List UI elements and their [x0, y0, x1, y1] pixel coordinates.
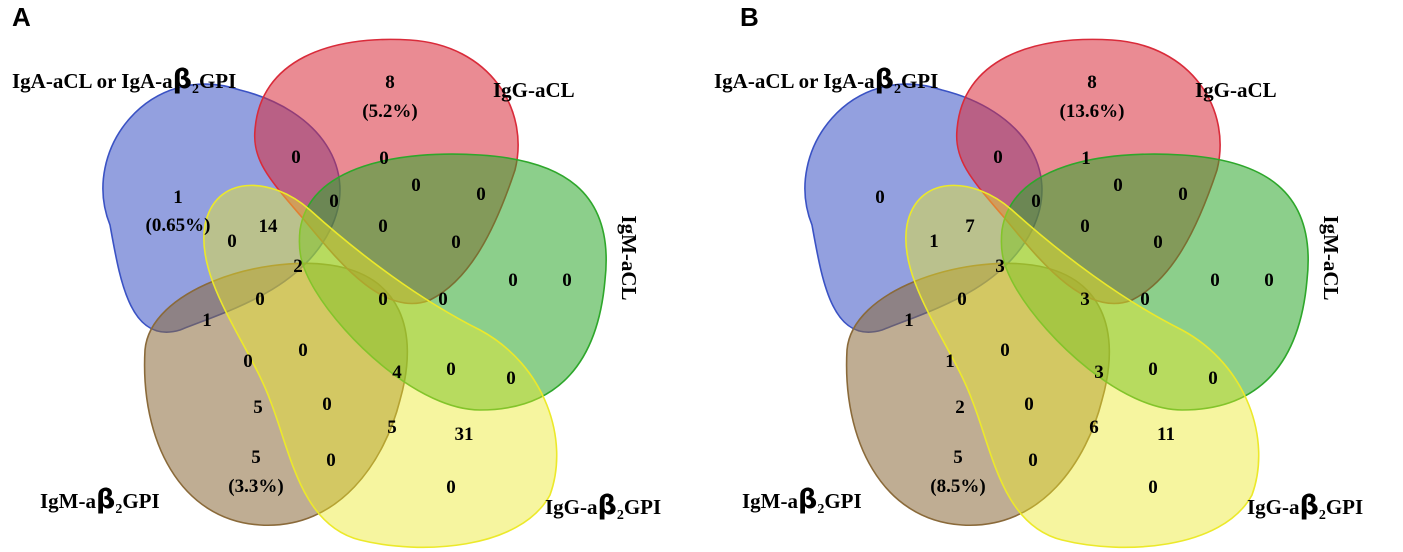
region-count-r25: 11	[1157, 424, 1175, 445]
region-count-r10: 2	[293, 256, 303, 277]
region-count-r14: 0	[255, 289, 265, 310]
region-count-r4: 0	[1178, 184, 1188, 205]
region-count-r22: 2	[955, 397, 965, 418]
region-count-r13: 0	[508, 270, 518, 291]
region-count-r15: 0	[298, 340, 308, 361]
region-count-iga-only: 0	[875, 187, 885, 208]
region-count-igm-acl-only: 0	[1264, 270, 1274, 291]
region-count-r10: 3	[995, 256, 1005, 277]
region-count-igg-ab-only: 0	[446, 477, 456, 498]
region-count-r5: 7	[965, 216, 975, 237]
region-count-iga-only-pct: (0.65%)	[146, 215, 211, 236]
region-count-igg-ab-only: 0	[1148, 477, 1158, 498]
region-count-igg-only-pct: (13.6%)	[1060, 101, 1125, 122]
region-count-r23: 0	[322, 394, 332, 415]
region-count-r17: 1	[945, 351, 955, 372]
region-count-r8: 0	[1080, 216, 1090, 237]
region-count-igg-only: 8	[1087, 72, 1097, 93]
region-count-r24: 5	[387, 417, 397, 438]
region-count-r21: 0	[506, 368, 516, 389]
region-count-r25: 31	[455, 424, 474, 445]
region-count-r20: 0	[446, 359, 456, 380]
region-count-igm-acl-only: 0	[562, 270, 572, 291]
region-count-r15: 0	[1000, 340, 1010, 361]
set-label-igg-ab2gpi: IgG-aβ2GPI	[1247, 490, 1363, 523]
region-count-r17: 0	[243, 351, 253, 372]
set-label-igm-ab2gpi: IgM-aβ2GPI	[40, 484, 160, 517]
panel-letter: A	[12, 2, 31, 32]
region-count-r26: 0	[1028, 450, 1038, 471]
region-count-igg-ring: 0	[379, 148, 389, 169]
set-label-igm-ab2gpi: IgM-aβ2GPI	[742, 484, 862, 517]
set-label-iga: IgA-aCL or IgA-aβ2GPI	[714, 64, 938, 97]
region-count-igg-ring: 1	[1081, 148, 1091, 169]
region-count-r12: 0	[1140, 289, 1150, 310]
region-count-r12: 0	[438, 289, 448, 310]
set-label-igg-ab2gpi: IgG-aβ2GPI	[545, 490, 661, 523]
region-count-igm-ab-only: 5	[251, 447, 261, 468]
region-count-r7: 0	[329, 191, 339, 212]
region-count-r20: 0	[1148, 359, 1158, 380]
region-count-r5: 14	[259, 216, 279, 237]
set-label-igg-acl: IgG-aCL	[493, 78, 575, 102]
region-count-igm-ab-only: 5	[953, 447, 963, 468]
region-count-r7: 0	[1031, 191, 1041, 212]
region-count-r26: 0	[326, 450, 336, 471]
region-count-r24: 6	[1089, 417, 1099, 438]
venn-panel-a: A IgA-aCL or IgA-aβ2GPI IgG-aCL IgM-aCL IgM-…	[12, 2, 661, 549]
region-count-r6: 1	[929, 231, 939, 252]
region-count-r9: 0	[1153, 232, 1163, 253]
region-count-r8: 0	[378, 216, 388, 237]
region-count-iga-igg: 0	[993, 147, 1003, 168]
region-count-r3: 0	[1113, 175, 1123, 196]
region-count-r16: 1	[904, 310, 914, 331]
region-count-igm-ab-only-pct: (3.3%)	[228, 476, 283, 497]
region-count-r14: 0	[957, 289, 967, 310]
set-label-igg-acl: IgG-aCL	[1195, 78, 1277, 102]
region-count-r22: 5	[253, 397, 263, 418]
region-count-r11: 3	[1080, 289, 1090, 310]
region-count-r9: 0	[451, 232, 461, 253]
region-count-r11: 0	[378, 289, 388, 310]
region-count-r3: 0	[411, 175, 421, 196]
region-count-r16: 1	[202, 310, 212, 331]
region-count-r4: 0	[476, 184, 486, 205]
region-count-r13: 0	[1210, 270, 1220, 291]
venn-panel-b: B IgA-aCL or IgA-aβ2GPI IgG-aCL IgM-aCL IgM-…	[714, 2, 1363, 549]
set-label-iga: IgA-aCL or IgA-aβ2GPI	[12, 64, 236, 97]
region-count-r23: 0	[1024, 394, 1034, 415]
set-label-igm-acl: IgM-aCL	[617, 215, 641, 300]
region-count-r19: 4	[392, 362, 402, 383]
region-count-r21: 0	[1208, 368, 1218, 389]
panel-letter: B	[740, 2, 759, 32]
region-count-r19: 3	[1094, 362, 1104, 383]
region-count-r6: 0	[227, 231, 237, 252]
region-count-igg-only-pct: (5.2%)	[362, 101, 417, 122]
region-count-iga-igg: 0	[291, 147, 301, 168]
region-count-igm-ab-only-pct: (8.5%)	[930, 476, 985, 497]
region-count-igg-only: 8	[385, 72, 395, 93]
set-label-igm-acl: IgM-aCL	[1319, 215, 1343, 300]
region-count-iga-only: 1	[173, 187, 183, 208]
